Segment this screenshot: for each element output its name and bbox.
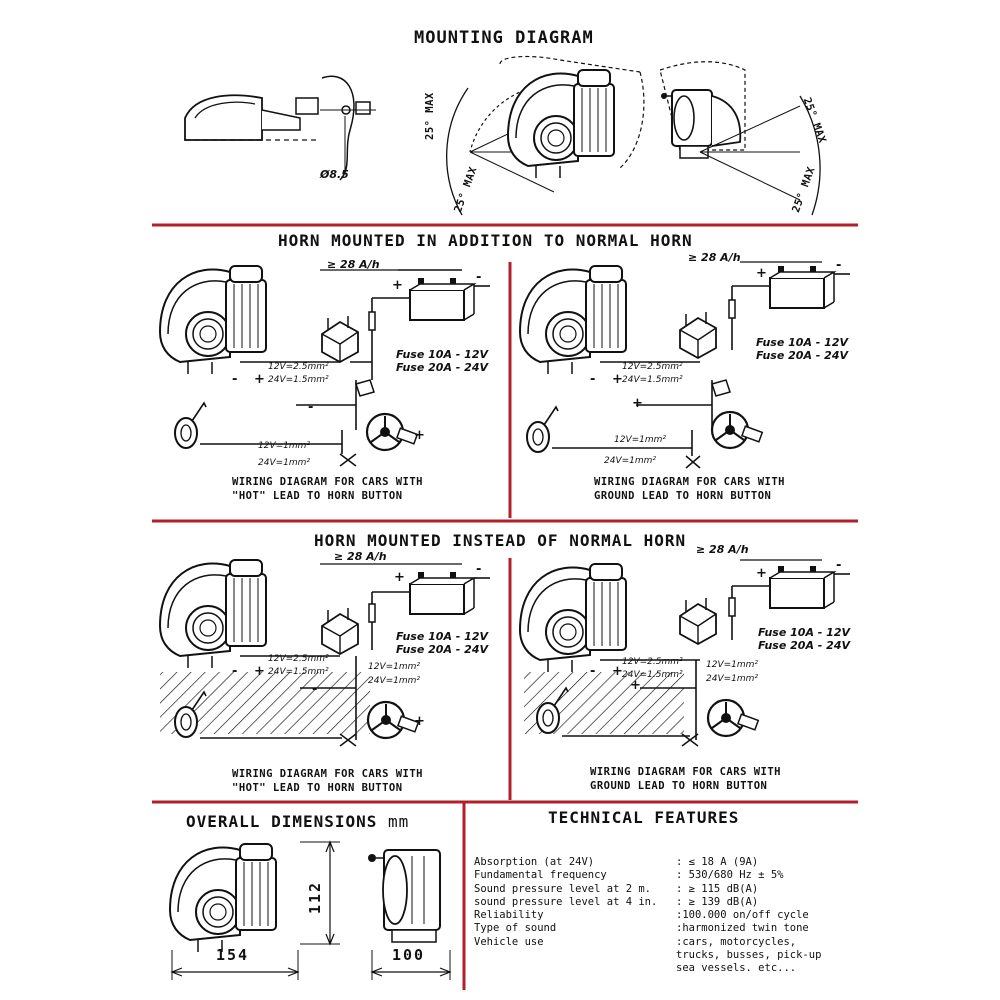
feature-value: :cars, motorcycles,: [676, 935, 797, 948]
horn-plus-sign: +: [612, 664, 623, 679]
wire-24v-label: 24V=1.5mm²: [622, 375, 683, 385]
horn-minus-sign: -: [232, 664, 238, 679]
battery-minus-sign: -: [476, 270, 482, 285]
mounting-left-sketch: [184, 75, 376, 181]
wiring-panel-instead-right: [519, 559, 850, 747]
wire-12v-label: 12V=2.5mm²: [622, 362, 683, 372]
mounting-title: MOUNTING DIAGRAM: [414, 28, 594, 48]
fuse-12v-label: Fuse 10A - 12V: [758, 626, 850, 639]
horn-plus-sign: +: [254, 664, 265, 679]
angle-label-center-upper: 25° MAX: [424, 92, 436, 140]
feature-label: Reliability: [474, 909, 544, 922]
feature-label: Fundamental frequency: [474, 869, 607, 882]
caption-line1: WIRING DIAGRAM FOR CARS WITH: [594, 476, 786, 488]
battery-plus-sign: +: [392, 278, 403, 293]
caption-line2: GROUND LEAD TO HORN BUTTON: [594, 490, 772, 502]
fuse-24v-label: Fuse 20A - 24V: [758, 639, 850, 652]
battery-plus-sign: +: [394, 570, 405, 585]
feature-value: : 530/680 Hz ± 5%: [676, 869, 784, 882]
wiring-panel-instead-left: [159, 559, 490, 747]
fuse-24v-label: Fuse 20A - 24V: [756, 349, 848, 362]
feature-label: sound pressure level at 4 in.: [474, 895, 658, 908]
fuse-24v-label: Fuse 20A - 24V: [396, 643, 488, 656]
wire-24v-label: 24V=1.5mm²: [622, 670, 683, 680]
feature-label: Sound pressure level at 2 m.: [474, 882, 652, 895]
battery-minus-sign: -: [836, 558, 842, 573]
addition-section-title: HORN MOUNTED IN ADDITION TO NORMAL HORN: [278, 231, 693, 250]
feature-value: sea vessels. etc...: [676, 962, 797, 975]
features-values: : ≤ 18 A (9A) : 530/680 Hz ± 5% : ≥ 115 …: [676, 856, 876, 976]
wire-12v-label: 12V=2.5mm²: [622, 657, 683, 667]
feature-value: : ≤ 18 A (9A): [676, 856, 759, 868]
dimension-height: 112: [306, 880, 324, 914]
caption-line2: GROUND LEAD TO HORN BUTTON: [590, 780, 768, 792]
feature-value: trucks, busses, pick-up: [676, 949, 822, 962]
section-dividers: [152, 223, 858, 990]
battery-minus-sign: -: [476, 562, 482, 577]
caption-line1: WIRING DIAGRAM FOR CARS WITH: [590, 766, 782, 778]
relay-minus-sign: -: [312, 682, 318, 697]
relay-minus-sign: -: [308, 400, 314, 415]
caption-line2: "HOT" LEAD TO HORN BUTTON: [232, 490, 403, 502]
feature-label: Type of sound: [474, 922, 557, 935]
current-label: ≥ 28 A/h: [334, 550, 387, 563]
dimensions-title-text: OVERALL DIMENSIONS: [186, 812, 378, 831]
caption-line2: "HOT" LEAD TO HORN BUTTON: [232, 782, 403, 794]
battery-plus-sign: +: [756, 566, 767, 581]
dimension-drawings: [169, 840, 452, 980]
wire-24v-1mm-label: 24V=1mm²: [368, 676, 421, 686]
battery-plus-sign: +: [756, 266, 767, 281]
wire-12v-1mm-label: 12V=1mm²: [614, 435, 667, 445]
fuse-12v-label: Fuse 10A - 12V: [756, 336, 848, 349]
wheel-plus-sign: +: [414, 714, 425, 729]
horn-minus-sign: -: [590, 664, 596, 679]
wire-24v-1mm-label: 24V=1mm²: [706, 674, 759, 684]
wire-12v-1mm-label: 12V=1mm²: [258, 441, 311, 451]
mounting-right-sketch: [659, 61, 821, 216]
current-label: ≥ 28 A/h: [696, 543, 749, 556]
wiring-panel-addition-right: [519, 261, 850, 469]
feature-value: :100.000 on/off cycle: [676, 909, 809, 922]
current-label: ≥ 28 A/h: [688, 251, 741, 264]
wheel-plus-sign: +: [414, 428, 425, 443]
wire-24v-1mm-label: 24V=1mm²: [258, 458, 311, 468]
wire-12v-1mm-label: 12V=1mm²: [706, 660, 759, 670]
dimension-width: 154: [216, 946, 250, 964]
current-label: ≥ 28 A/h: [327, 258, 380, 271]
caption-line1: WIRING DIAGRAM FOR CARS WITH: [232, 476, 424, 488]
feature-label: Absorption (at 24V): [474, 856, 595, 868]
wire-24v-label: 24V=1.5mm²: [268, 667, 329, 677]
horn-minus-sign: -: [232, 372, 238, 387]
battery-minus-sign: -: [836, 258, 842, 273]
feature-label: Vehicle use: [474, 935, 544, 948]
wiring-panel-addition-left: [159, 265, 490, 467]
dimensions-unit: mm: [388, 812, 410, 831]
feature-value: : ≥ 115 dB(A): [676, 882, 759, 895]
mounting-center-sketch: [446, 55, 645, 216]
horn-minus-sign: -: [590, 372, 596, 387]
fuse-12v-label: Fuse 10A - 12V: [396, 630, 488, 643]
wire-12v-label: 12V=2.5mm²: [268, 654, 329, 664]
features-labels: Absorption (at 24V) Fundamental frequenc…: [474, 856, 679, 949]
wire-12v-label: 12V=2.5mm²: [268, 362, 329, 372]
horn-plus-sign: +: [612, 372, 623, 387]
wire-24v-1mm-label: 24V=1mm²: [604, 456, 657, 466]
feature-value: :harmonized twin tone: [676, 922, 809, 935]
instead-section-title: HORN MOUNTED INSTEAD OF NORMAL HORN: [314, 531, 687, 550]
wire-24v-label: 24V=1.5mm²: [268, 375, 329, 385]
wire-12v-1mm-label: 12V=1mm²: [368, 662, 421, 672]
dimensions-title: OVERALL DIMENSIONS mm: [186, 812, 409, 831]
fuse-24v-label: Fuse 20A - 24V: [396, 361, 488, 374]
relay-plus-sign: +: [630, 678, 641, 693]
dimension-depth: 100: [392, 946, 426, 964]
relay-plus-sign: +: [632, 396, 643, 411]
hole-diameter-label: Ø8.5: [320, 168, 349, 181]
horn-plus-sign: +: [254, 372, 265, 387]
fuse-12v-label: Fuse 10A - 12V: [396, 348, 488, 361]
features-title: TECHNICAL FEATURES: [548, 808, 740, 827]
caption-line1: WIRING DIAGRAM FOR CARS WITH: [232, 768, 424, 780]
feature-value: : ≥ 139 dB(A): [676, 895, 759, 908]
